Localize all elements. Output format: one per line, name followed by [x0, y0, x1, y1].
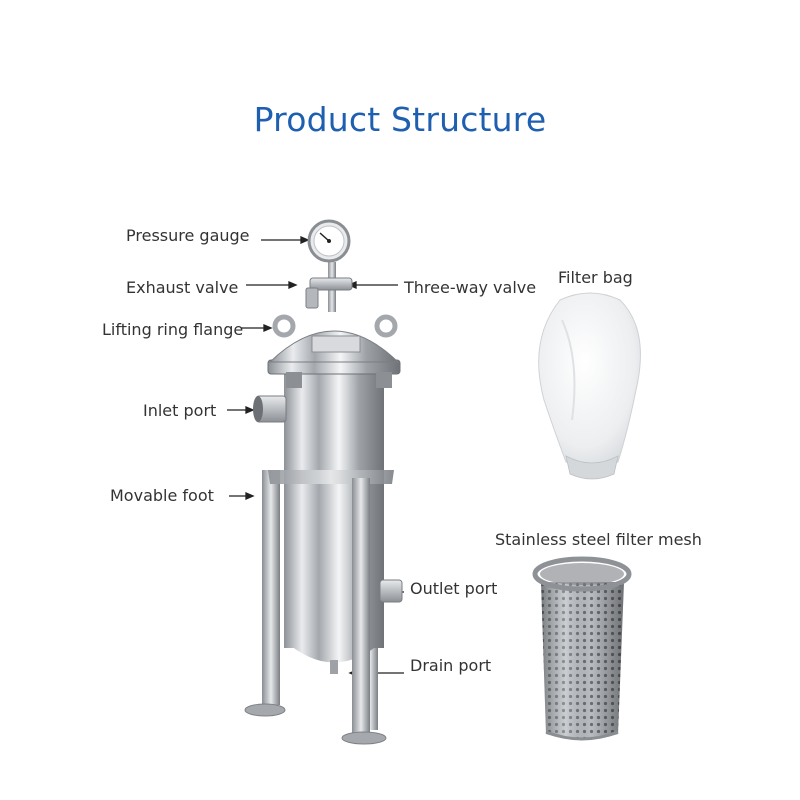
bag-filter-housing	[244, 219, 403, 745]
arrow-pressure-gauge	[261, 236, 310, 244]
inlet-port-opening	[253, 396, 263, 422]
clamp-bolt-left	[286, 372, 302, 388]
lifting-ring-left	[272, 314, 296, 338]
outlet-port	[379, 579, 403, 603]
label-movable-foot: Movable foot	[110, 486, 214, 505]
mesh-top-rim	[532, 556, 632, 592]
foot-pad-right	[341, 731, 387, 745]
label-drain-port: Drain port	[410, 656, 492, 675]
leg-band	[268, 470, 394, 484]
arrow-exhaust-valve	[246, 281, 298, 289]
page-title: Product Structure	[253, 100, 547, 139]
exhaust-valve	[305, 287, 319, 309]
clamp-bolt-right	[376, 372, 392, 388]
three-way-valve	[309, 277, 353, 291]
lid-plate	[311, 335, 361, 353]
lifting-ring-right	[374, 314, 398, 338]
label-filter-mesh: Stainless steel filter mesh	[495, 530, 702, 549]
foot-pad-left	[244, 703, 286, 717]
arrow-movable-foot	[229, 492, 255, 500]
leg-front-right	[352, 478, 370, 740]
arrow-lifting-ring-flange	[241, 324, 273, 332]
filter-mesh-image	[532, 556, 632, 741]
drain-port	[330, 660, 338, 674]
label-exhaust-valve: Exhaust valve	[126, 278, 239, 297]
label-outlet-port: Outlet port	[410, 579, 498, 598]
arrow-inlet-port	[227, 406, 255, 414]
arrow-three-way-valve	[347, 281, 398, 289]
filter-bag-image	[538, 292, 641, 480]
label-inlet-port: Inlet port	[143, 401, 217, 420]
leg-left	[262, 470, 280, 705]
label-pressure-gauge: Pressure gauge	[126, 226, 250, 245]
label-filter-bag: Filter bag	[558, 268, 633, 287]
label-three-way-valve: Three-way valve	[404, 278, 537, 297]
label-lifting-ring-flange: Lifting ring flange	[102, 320, 244, 339]
